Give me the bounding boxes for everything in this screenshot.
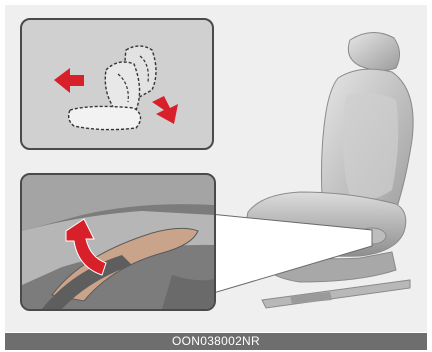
seat-outline-icon — [22, 20, 212, 148]
right-down-arrow-icon — [152, 96, 178, 124]
seat-recline-inset — [20, 18, 214, 150]
lever-handle-icon — [22, 175, 214, 309]
figure-caption: OON038002NR — [5, 333, 427, 350]
left-arrow-icon — [54, 68, 84, 93]
lever-closeup-inset — [20, 173, 216, 311]
